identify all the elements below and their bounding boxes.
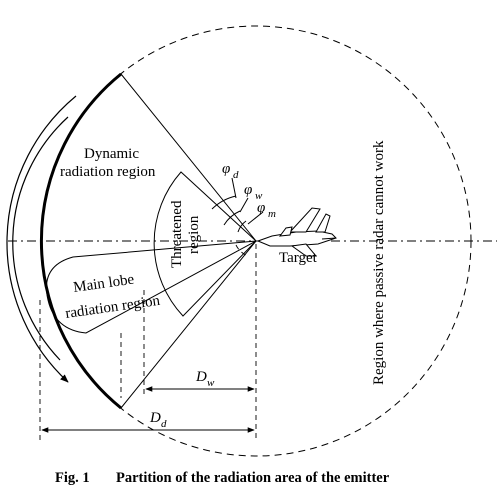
phi-m-pointer: [247, 211, 264, 225]
phi-m-arc: [237, 220, 247, 233]
dd-subscript: d: [161, 418, 167, 430]
figure-caption-text: Partition of the radiation area of the e…: [116, 470, 390, 486]
dw-symbol: D: [195, 369, 207, 385]
target-label: Target: [279, 250, 318, 266]
phi-w-symbol: φ: [244, 182, 252, 198]
main-lobe-region: [46, 240, 257, 334]
phi-d-symbol: φ: [222, 161, 230, 177]
main-lobe-label-line1: Main lobe: [72, 272, 135, 296]
phi-w-pointer: [239, 197, 249, 213]
threatened-region-label-line1: Threatened: [169, 200, 185, 268]
phi-lower-arc: [235, 244, 249, 257]
dd-symbol: D: [149, 410, 161, 426]
threatened-region-sector: [153, 171, 257, 317]
dw-subscript: w: [207, 377, 215, 389]
phi-m-subscript: m: [268, 208, 276, 220]
threatened-region-label-line2: region: [186, 215, 202, 254]
motion-arc-outer: [6, 95, 77, 383]
target-aircraft-icon: [256, 207, 337, 257]
figure-caption-number: Fig. 1: [55, 470, 90, 486]
phi-w-subscript: w: [255, 190, 263, 202]
main-lobe-label-line2: radiation region: [64, 293, 161, 322]
phi-w-arc: [223, 210, 241, 226]
dynamic-region-label-line2: radiation region: [60, 164, 156, 180]
phi-d-pointer: [231, 177, 237, 199]
motion-arc-inner: [12, 116, 69, 361]
phi-m-symbol: φ: [257, 200, 265, 216]
dynamic-radiation-arc: [39, 72, 122, 410]
phi-d-subscript: d: [233, 169, 239, 181]
passive-radar-region-label: Region where passive radar cannot work: [371, 140, 387, 385]
dynamic-region-label-line1: Dynamic: [84, 146, 139, 162]
phi-d-arc: [211, 195, 237, 210]
